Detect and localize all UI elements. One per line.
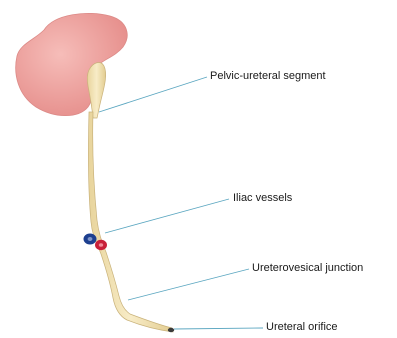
label-ureterovesical-junction: Ureterovesical junction [252,262,363,275]
label-pelvic-ureteral-segment: Pelvic-ureteral segment [210,70,326,83]
renal-pelvis [87,63,105,118]
iliac-vein-lumen [88,237,93,241]
ureteral-orifice-mark [168,328,174,332]
iliac-artery-lumen [99,243,103,247]
leader-line-iliac [105,199,229,233]
leader-line-pelvic [99,77,207,112]
label-iliac-vessels: Iliac vessels [233,192,292,205]
label-ureteral-orifice: Ureteral orifice [266,321,338,334]
leader-line-uvj [128,269,249,300]
leader-line-orifice [174,328,263,329]
kidney [16,13,127,115]
